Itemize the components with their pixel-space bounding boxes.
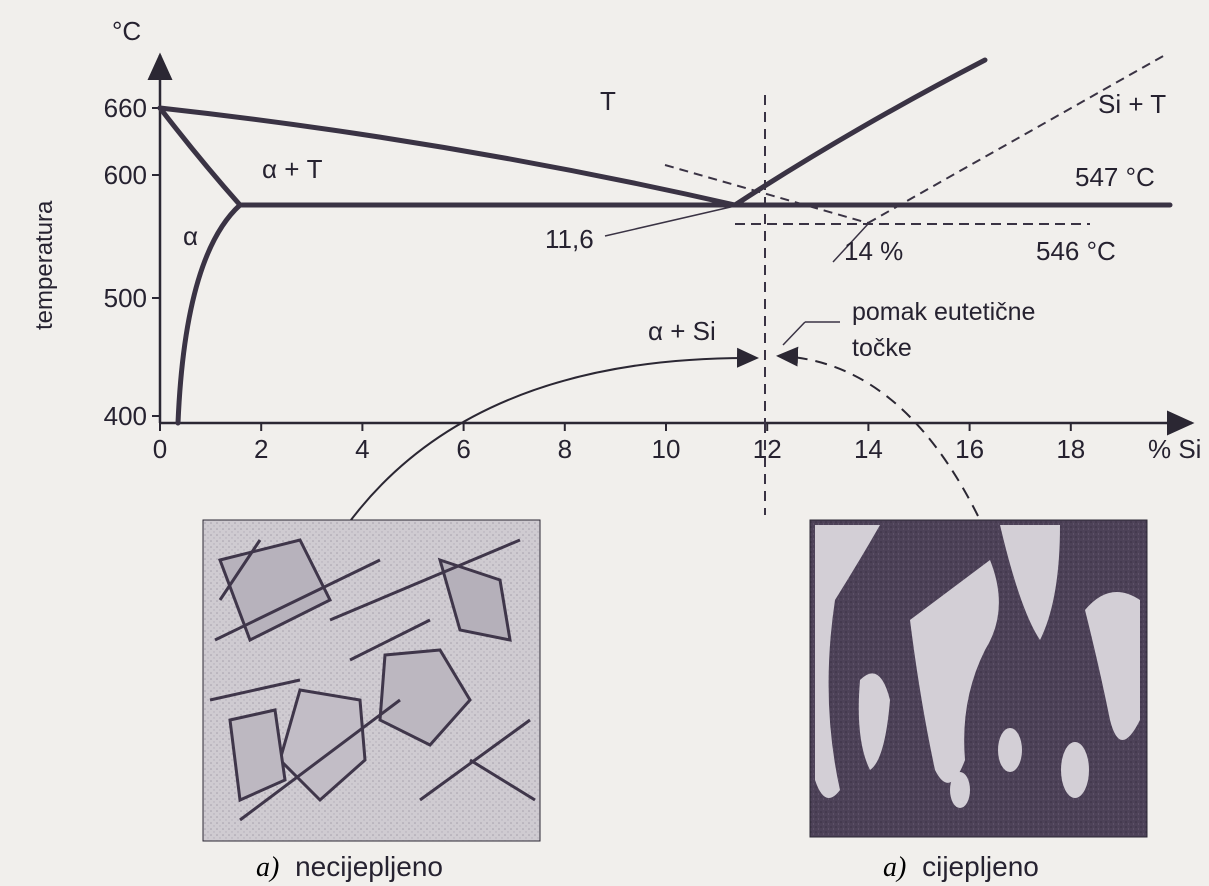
liquidus-si-line <box>732 57 988 208</box>
arrow-from-left-image <box>344 347 759 529</box>
y-tick-label: 500 <box>104 283 147 313</box>
x-tick-label: 14 <box>854 434 883 464</box>
region-alpha-si: α + Si <box>648 316 716 346</box>
x-tick-label: 0 <box>153 434 167 464</box>
caption-right-text: cijepljeno <box>922 851 1039 882</box>
region-liquid: T <box>600 86 616 116</box>
si-liquidus-dashed <box>867 54 1166 224</box>
y-unit-label: °C <box>112 16 141 46</box>
axes <box>147 52 1195 436</box>
eutectic-comp-14: 14 % <box>844 236 903 266</box>
liquidus-extension-dashed <box>664 164 869 224</box>
micrograph-unmodified <box>202 519 541 842</box>
shift-label-line1: pomak eutetične <box>852 298 1035 326</box>
solvus-line <box>175 202 243 426</box>
micrograph-modified <box>809 519 1148 838</box>
region-si-liquid: Si + T <box>1098 89 1166 119</box>
arrow-from-right-image <box>776 346 979 517</box>
solidus-line <box>157 105 243 208</box>
x-unit-label: % Si <box>1148 434 1201 464</box>
arrows <box>344 346 979 529</box>
leader-11-6 <box>604 205 736 237</box>
caption-left: a) necijepljeno <box>256 851 443 883</box>
x-tick-label: 10 <box>652 434 681 464</box>
shift-label-line2: točke <box>852 334 912 362</box>
y-axis-label: temperatura <box>31 200 58 330</box>
caption-left-text: necijepljeno <box>295 851 443 882</box>
x-tick-label: 18 <box>1056 434 1085 464</box>
region-alpha-liquid: α + T <box>262 154 323 184</box>
y-tick-label: 400 <box>104 401 147 431</box>
caption-right-prefix: a) <box>883 852 906 883</box>
x-tick-label: 4 <box>355 434 369 464</box>
liquidus-alpha-line <box>157 105 738 208</box>
y-ticks: 660 600 500 400 <box>104 93 160 431</box>
leader-shift-2 <box>782 321 806 346</box>
phase-lines <box>157 57 1173 426</box>
x-tick-label: 6 <box>456 434 470 464</box>
leader-14 <box>832 223 869 263</box>
x-tick-label: 8 <box>558 434 572 464</box>
caption-right: a) cijepljeno <box>883 851 1039 883</box>
x-ticks: 0 2 4 6 8 10 12 14 16 18 <box>153 423 1085 464</box>
caption-left-prefix: a) <box>256 852 279 883</box>
x-tick-label: 12 <box>753 434 782 464</box>
region-alpha: α <box>183 221 198 251</box>
eutectic-temp-547: 547 °C <box>1075 162 1155 192</box>
y-tick-label: 660 <box>104 93 147 123</box>
y-tick-label: 600 <box>104 160 147 190</box>
eutectic-comp-11-6: 11,6 <box>545 224 594 254</box>
x-tick-label: 2 <box>254 434 268 464</box>
eutectic-temp-546: 546 °C <box>1036 236 1116 266</box>
x-tick-label: 16 <box>955 434 984 464</box>
modified-lines <box>604 54 1166 515</box>
